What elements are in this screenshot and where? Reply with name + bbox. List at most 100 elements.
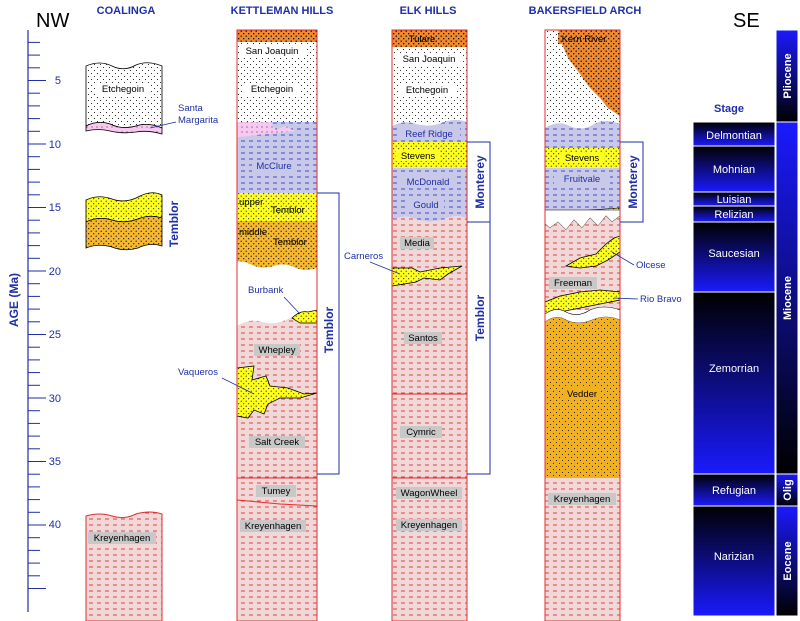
nw-label: NW (36, 10, 69, 32)
mcdonald-label: McDonald (407, 177, 450, 188)
salt-creek-label: Salt Creek (255, 437, 300, 448)
stage-column: Stage Delmontian Mohnian Luisian Relizia… (692, 103, 776, 617)
elk-title: ELK HILLS (400, 5, 457, 17)
stage-zemorrian: Zemorrian (709, 363, 759, 375)
kettleman-upper-label: upper (239, 197, 263, 208)
reef-ridge-label: Reef Ridge (405, 129, 453, 140)
se-label: SE (733, 10, 760, 32)
vedder-label: Vedder (567, 389, 597, 400)
tick-35: 35 (49, 456, 61, 468)
stage-header: Stage (714, 103, 744, 115)
bakersfield-column: Kern River Stevens Fruitvale Olcese Free… (544, 29, 682, 621)
freeman-label: Freeman (554, 278, 592, 289)
elk-column: Tulare San Joaquin Etchegoin Reef Ridge … (344, 29, 491, 621)
kettleman-san-joaquin-label: San Joaquin (246, 46, 299, 57)
age-axis-label: AGE (Ma) (7, 273, 21, 327)
olcese-leader (611, 251, 635, 266)
stage-refugian: Refugian (712, 485, 756, 497)
bakersfield-monterey-bracket (620, 141, 644, 223)
coalinga-temblor-lower-unit (85, 215, 163, 251)
kettleman-top-unit (237, 30, 317, 42)
kettleman-kreyenhagen-label: Kreyenhagen (245, 521, 302, 532)
stage-mohnian: Mohnian (713, 164, 755, 176)
burbank-leader (283, 296, 301, 315)
bakersfield-monterey-group-label: Monterey (626, 155, 640, 209)
elk-monterey-group-label: Monterey (473, 155, 487, 209)
kettleman-temblor-bracket (317, 192, 340, 475)
kettleman-vaqueros-unit (236, 365, 318, 419)
santos-label: Santos (408, 333, 438, 344)
kettleman-temblor-group-label: Temblor (322, 306, 336, 353)
kettleman-middle-label: middle (239, 227, 267, 238)
epoch-pliocene: Pliocene (782, 53, 794, 98)
stage-saucesian: Saucesian (708, 248, 759, 260)
age-axis: 5 10 15 20 25 30 35 40 AGE (Ma) (7, 30, 61, 612)
epoch-column: Pliocene Miocene Olig Eocene (775, 29, 799, 617)
epoch-box-eocene (775, 505, 799, 617)
santa-margarita-label-1: Santa (178, 103, 204, 114)
bakersfield-kreyenhagen-label: Kreyenhagen (554, 494, 611, 505)
kettleman-etchegoin-label: Etchegoin (251, 84, 293, 95)
epoch-eocene: Eocene (782, 541, 794, 580)
elk-temblor-group-label: Temblor (473, 294, 487, 341)
kettleman-shale-unit (237, 314, 317, 621)
bakersfield-stevens-label: Stevens (565, 153, 600, 164)
kettleman-middle-temblor-unit (237, 221, 317, 270)
tick-5: 5 (55, 75, 61, 87)
elk-etchegoin-label: Etchegoin (406, 85, 448, 96)
olcese-label: Olcese (636, 260, 666, 271)
kettleman-mcclure-unit (237, 122, 317, 193)
tick-30: 30 (49, 393, 61, 405)
kettleman-upper-temblor-label: Temblor (271, 205, 305, 216)
elk-san-joaquin-label: San Joaquin (403, 54, 456, 65)
elk-temblor-bracket (467, 221, 491, 475)
coalinga-etchegoin-label: Etchegoin (102, 84, 144, 95)
coalinga-kreyenhagen-label: Kreyenhagen (94, 533, 151, 544)
stage-narizian: Narizian (714, 551, 754, 563)
kettleman-column: San Joaquin Etchegoin McClure upper Temb… (178, 29, 340, 621)
coalinga-temblor-group-label: Temblor (167, 200, 181, 247)
burbank-label: Burbank (248, 285, 284, 296)
stage-delmontian: Delmontian (706, 130, 762, 142)
kettleman-mcclure-label: McClure (256, 161, 291, 172)
tick-40: 40 (49, 519, 61, 531)
bakersfield-white-unit (545, 30, 620, 122)
tick-25: 25 (49, 329, 61, 341)
vaqueros-label: Vaqueros (178, 367, 218, 378)
stage-relizian: Relizian (714, 209, 753, 221)
gould-label: Gould (413, 200, 438, 211)
coalinga-etchegoin-unit (85, 62, 163, 129)
rio-bravo-leader (613, 297, 639, 300)
elk-kreyenhagen-label: Kreyenhagen (401, 520, 458, 531)
whepley-label: Whepley (259, 345, 296, 356)
kettleman-upper-temblor-unit (237, 193, 317, 221)
stage-box-narizian (692, 505, 776, 617)
elk-stevens-label: Stevens (401, 151, 436, 162)
kern-river-label: Kern River (562, 34, 607, 45)
kern-river-unit (558, 30, 620, 116)
tick-10: 10 (49, 139, 61, 151)
stage-luisian: Luisian (717, 194, 752, 206)
coalinga-kreyenhagen-unit (85, 511, 163, 621)
carneros-label: Carneros (344, 251, 383, 262)
epoch-miocene: Miocene (782, 276, 794, 320)
santa-margarita-label-2: Margarita (178, 115, 219, 126)
carneros-leader (369, 261, 401, 275)
stage-box-zemorrian (692, 291, 776, 475)
coalinga-column: Etchegoin Santa Margarita Temblor Kreyen… (85, 62, 219, 621)
kettleman-middle-temblor-label: Temblor (273, 237, 307, 248)
bakersfield-title: BAKERSFIELD ARCH (529, 5, 642, 17)
vaqueros-leader (221, 377, 255, 395)
fruitvale-label: Fruitvale (564, 174, 600, 185)
bakersfield-reef-unit (545, 121, 620, 148)
stage-box-refugian (692, 473, 776, 507)
tick-20: 20 (49, 266, 61, 278)
coalinga-title: COALINGA (97, 5, 156, 17)
kettleman-title: KETTLEMAN HILLS (231, 5, 334, 17)
tumey-label: Tumey (262, 486, 291, 497)
rio-bravo-label: Rio Bravo (640, 294, 682, 305)
tick-15: 15 (49, 202, 61, 214)
media-label: Media (404, 238, 431, 249)
stage-box-saucesian (692, 221, 776, 293)
